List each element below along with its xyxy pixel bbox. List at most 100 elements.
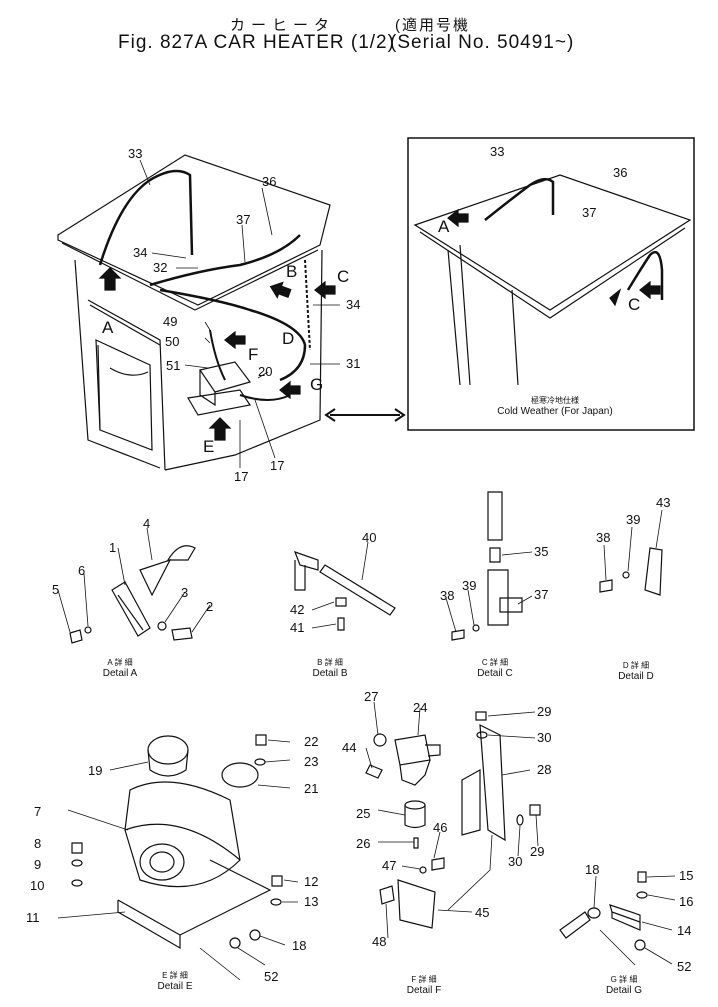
callout-label: 33 <box>128 146 142 161</box>
detail-a-callouts: 1 2 3 4 5 6 <box>52 516 213 614</box>
detail-g-caption-jp: G 詳 細 <box>610 975 638 984</box>
callout-label: 32 <box>153 260 167 275</box>
callout-label: 31 <box>346 356 360 371</box>
callout-label: 34 <box>133 245 147 260</box>
detail-c-caption-jp: C 詳 細 <box>481 658 509 667</box>
callout-label: 30 <box>537 730 551 745</box>
callout-label: 39 <box>626 512 640 527</box>
main-callouts: 33 36 37 34 32 49 50 51 20 34 31 17 17 A… <box>102 146 360 484</box>
callout-label: 52 <box>677 959 691 974</box>
callout-label: 28 <box>537 762 551 777</box>
detail-g-callouts: 18 15 16 14 52 <box>585 862 693 974</box>
detail-f-callouts: 27 24 44 25 26 29 30 28 46 47 30 29 45 4… <box>342 689 551 949</box>
callout-label: 37 <box>534 587 548 602</box>
callout-label: 37 <box>582 205 596 220</box>
callout-label: A <box>438 217 450 236</box>
detail-d-callouts: 43 39 38 <box>596 495 670 545</box>
detail-d-caption-en: Detail D <box>618 671 654 682</box>
callout-label: 46 <box>433 820 447 835</box>
callout-label: 42 <box>290 602 304 617</box>
detail-d <box>599 509 663 596</box>
callout-label: 10 <box>30 878 44 893</box>
callout-label: C <box>628 295 640 314</box>
callout-label: C <box>337 267 349 286</box>
callout-label: 6 <box>78 563 85 578</box>
callout-label: 37 <box>236 212 250 227</box>
callout-label: 50 <box>165 334 179 349</box>
detail-a-caption-en: Detail A <box>102 668 138 679</box>
callout-label: 23 <box>304 754 318 769</box>
callout-label: 1 <box>109 540 116 555</box>
callout-label: A <box>102 318 114 337</box>
callout-label: 8 <box>34 836 41 851</box>
page-title: Fig. 827A CAR HEATER (1/2) <box>118 32 395 53</box>
callout-label: 49 <box>163 314 177 329</box>
callout-label: 26 <box>356 836 370 851</box>
callout-label: 11 <box>26 910 40 925</box>
callout-label: 45 <box>475 905 489 920</box>
callout-label: D <box>282 329 294 348</box>
callout-label: F <box>248 345 258 364</box>
detail-e <box>57 734 299 981</box>
detail-e-caption: E 詳 細 Detail E <box>135 970 215 992</box>
detail-c-caption: C 詳 細 Detail C <box>455 657 535 679</box>
callout-label: 30 <box>508 854 522 869</box>
callout-label: 52 <box>264 969 278 984</box>
inset-cold-weather <box>407 137 695 431</box>
callout-label: 17 <box>234 469 248 484</box>
callout-label: 33 <box>490 144 504 159</box>
callout-label: 25 <box>356 806 370 821</box>
detail-b-callouts: 40 42 41 <box>290 530 376 635</box>
callout-label: 17 <box>270 458 284 473</box>
detail-b-caption: B 詳 細 Detail B <box>290 657 370 679</box>
cab-main-view <box>57 154 406 471</box>
detail-f-caption: F 詳 細 Detail F <box>384 974 464 996</box>
detail-e-caption-en: Detail E <box>157 981 193 992</box>
detail-b <box>293 541 396 631</box>
callout-label: 36 <box>613 165 627 180</box>
callout-label: 35 <box>534 544 548 559</box>
detail-d-caption-jp: D 詳 細 <box>622 661 650 670</box>
callout-label: 41 <box>290 620 304 635</box>
callout-label: 9 <box>34 857 41 872</box>
callout-label: 14 <box>677 923 691 938</box>
callout-label: 27 <box>364 689 378 704</box>
callout-label: 22 <box>304 734 318 749</box>
inset-callouts: 33 36 37 A C <box>438 144 640 314</box>
detail-a <box>57 527 211 644</box>
detail-a-caption: A 詳 細 Detail A <box>80 657 160 679</box>
detail-e-caption-jp: E 詳 細 <box>162 971 188 980</box>
callout-label: 19 <box>88 763 102 778</box>
callout-label: 43 <box>656 495 670 510</box>
callout-label: 44 <box>342 740 356 755</box>
detail-b-caption-jp: B 詳 細 <box>317 658 343 667</box>
callout-label: 18 <box>585 862 599 877</box>
detail-e-callouts: 19 7 8 9 10 11 22 23 21 12 13 18 52 <box>26 734 318 984</box>
serial-number: (Serial No. 50491~) <box>390 32 575 53</box>
callout-label: 38 <box>440 588 454 603</box>
callout-label: 15 <box>679 868 693 883</box>
callout-label: 13 <box>304 894 318 909</box>
detail-c <box>445 491 533 641</box>
callout-label: 47 <box>382 858 396 873</box>
cold-weather-caption: 極寒冷地仕様 Cold Weather (For Japan) <box>470 395 640 417</box>
callout-label: 16 <box>679 894 693 909</box>
detail-g <box>559 871 676 966</box>
cold-weather-caption-en: Cold Weather (For Japan) <box>497 406 613 417</box>
callout-label: 20 <box>258 364 272 379</box>
callout-label: 18 <box>292 938 306 953</box>
callout-label: B <box>286 262 297 281</box>
cold-weather-caption-jp: 極寒冷地仕様 <box>531 396 579 405</box>
detail-c-caption-en: Detail C <box>477 668 513 679</box>
callout-label: 38 <box>596 530 610 545</box>
serial-japanese: (適用号機 <box>395 17 470 34</box>
callout-label: E <box>203 437 214 456</box>
callout-label: 5 <box>52 582 59 597</box>
callout-label: 12 <box>304 874 318 889</box>
callout-label: 51 <box>166 358 180 373</box>
title-japanese: カーヒータ <box>230 17 336 34</box>
callout-label: 24 <box>413 700 427 715</box>
callout-label: 21 <box>304 781 318 796</box>
detail-f-caption-jp: F 詳 細 <box>411 975 437 984</box>
